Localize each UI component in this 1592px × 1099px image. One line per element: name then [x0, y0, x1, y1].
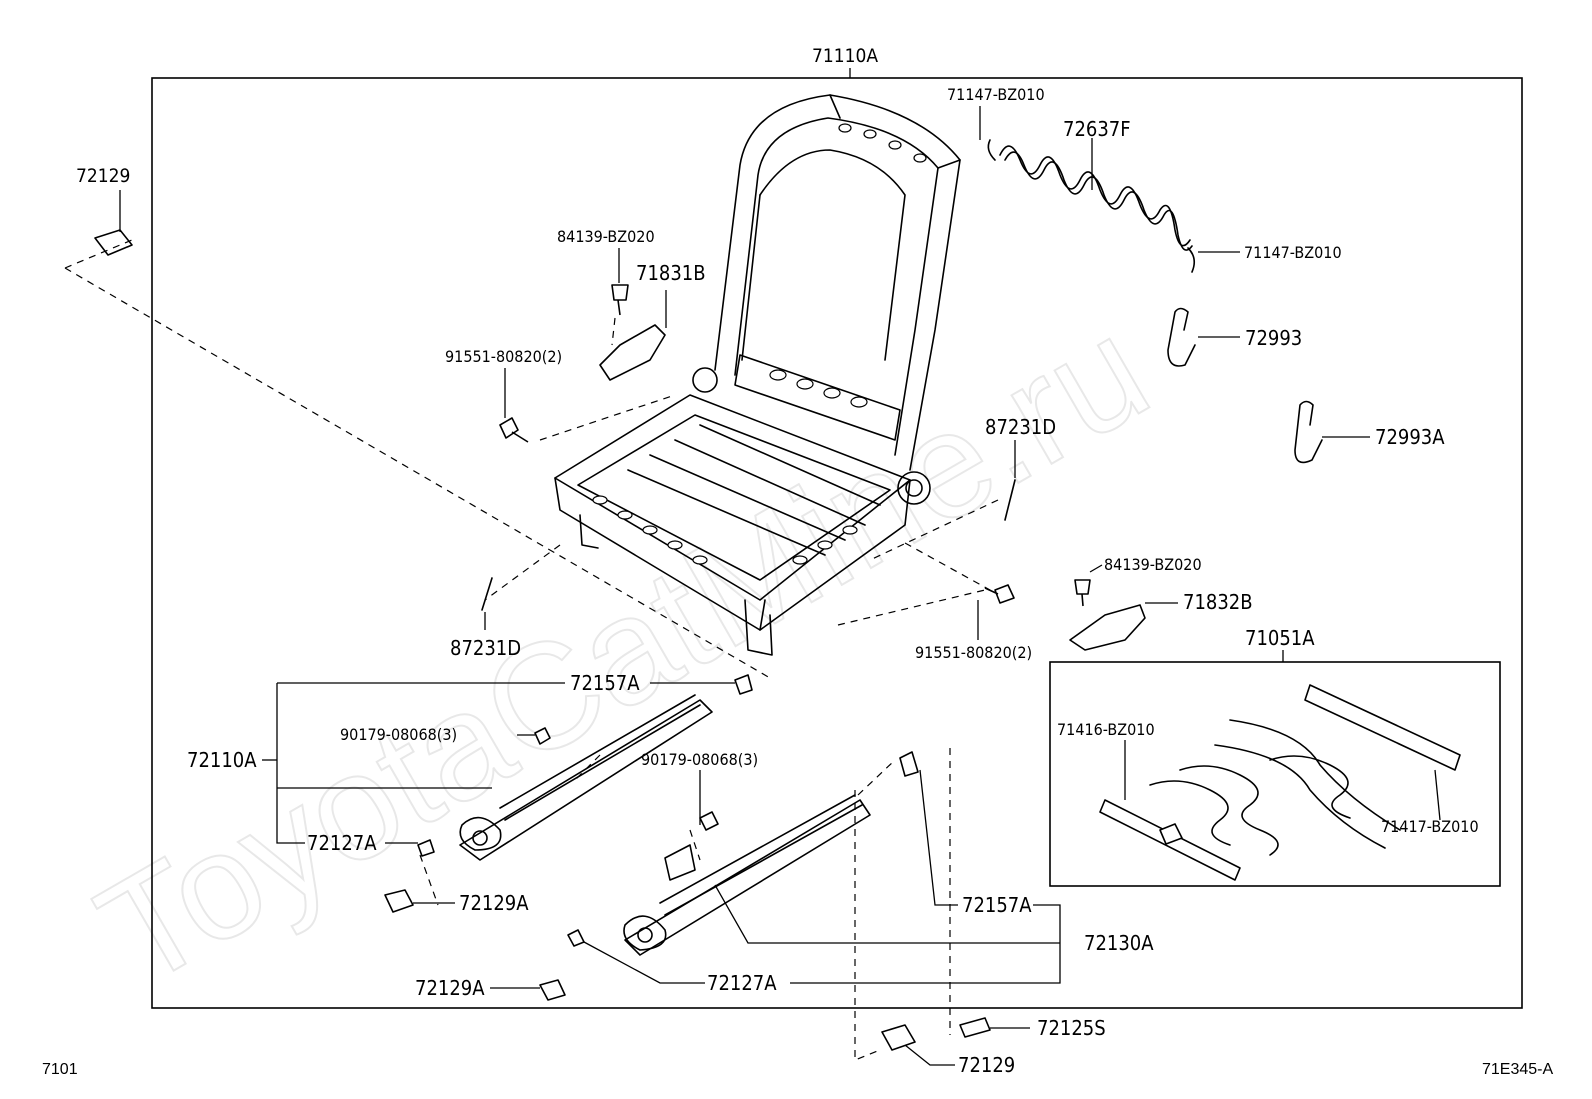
label-72129A-mid: 72129A	[459, 891, 529, 915]
seat-frame-part[interactable]	[554, 94, 961, 656]
label-84139-right: 84139-BZ020	[1104, 555, 1202, 574]
dashed-guides	[64, 239, 999, 1061]
bolt-91551-right-part[interactable]	[984, 584, 1015, 604]
label-72110A: 72110A	[187, 748, 257, 772]
pin-87231D-left-part[interactable]	[481, 577, 493, 611]
label-71147-top: 71147-BZ010	[947, 85, 1045, 104]
seatback-spring-part[interactable]	[987, 139, 1196, 273]
cap-72157A-right-part[interactable]	[899, 751, 919, 777]
label-71051A: 71051A	[1245, 626, 1315, 650]
label-72125S: 72125S	[1037, 1016, 1106, 1040]
clip-72127A-bottom-part[interactable]	[567, 929, 585, 947]
label-71417: 71417-BZ010	[1381, 817, 1479, 836]
label-90179-mid: 90179-08068(3)	[641, 750, 758, 769]
cushion-spring-assembly-part[interactable]	[1099, 684, 1461, 881]
part-labels: 71110A 72129 71147-BZ010 72637F 71147-BZ…	[76, 45, 1479, 1077]
seat-track-right-part[interactable]	[623, 794, 871, 956]
clip-72129A-mid-part[interactable]	[384, 889, 414, 913]
bolt-91551-left-part[interactable]	[499, 417, 529, 443]
label-72127A-left: 72127A	[307, 831, 377, 855]
label-72130A: 72130A	[1084, 931, 1154, 955]
label-72993A: 72993A	[1375, 425, 1445, 449]
leader-lines	[119, 68, 1441, 1066]
cushion-spring-subframe	[1049, 661, 1501, 887]
clip-72129-top-part[interactable]	[94, 229, 133, 256]
label-72127A-bottom: 72127A	[707, 971, 777, 995]
label-71831B: 71831B	[636, 261, 706, 285]
label-71147-right: 71147-BZ010	[1244, 243, 1342, 262]
hook-72993A-part[interactable]	[1294, 400, 1323, 464]
clip-72129-bottom-part[interactable]	[881, 1024, 916, 1051]
label-72993: 72993	[1245, 326, 1302, 350]
cover-71831B-part[interactable]	[599, 324, 666, 381]
label-87231D-right: 87231D	[985, 415, 1056, 439]
label-72157A-top: 72157A	[570, 671, 640, 695]
label-87231D-left: 87231D	[450, 636, 521, 660]
clip-84139-right-part[interactable]	[1074, 579, 1091, 607]
clip-72129A-bottom-part[interactable]	[539, 979, 566, 1001]
hook-72993-part[interactable]	[1167, 307, 1196, 367]
label-72129-top: 72129	[76, 165, 130, 187]
label-91551-right: 91551-80820(2)	[915, 643, 1032, 662]
label-72129-bottom: 72129	[958, 1053, 1015, 1077]
label-72157A-right: 72157A	[962, 893, 1032, 917]
clip-72127A-left-part[interactable]	[417, 839, 435, 857]
label-71416: 71416-BZ010	[1057, 720, 1155, 739]
label-90179-left: 90179-08068(3)	[340, 725, 457, 744]
pin-87231D-right-part[interactable]	[1004, 479, 1016, 521]
clip-84139-top-part[interactable]	[611, 284, 629, 316]
label-91551-left: 91551-80820(2)	[445, 347, 562, 366]
cover-71832B-part[interactable]	[1069, 604, 1146, 651]
main-assembly-frame	[151, 77, 1523, 1009]
label-71110A: 71110A	[812, 45, 878, 67]
clip-72125S-part[interactable]	[959, 1017, 991, 1038]
label-72129A-bottom: 72129A	[415, 976, 485, 1000]
seat-track-left-part[interactable]	[459, 694, 713, 861]
label-71832B: 71832B	[1183, 590, 1253, 614]
page-reference: 7101	[42, 1061, 78, 1078]
diagram-code: 71E345-A	[1482, 1061, 1553, 1078]
label-72637F: 72637F	[1063, 117, 1131, 141]
cap-72157A-top-part[interactable]	[734, 674, 753, 695]
label-84139-top: 84139-BZ020	[557, 227, 655, 246]
